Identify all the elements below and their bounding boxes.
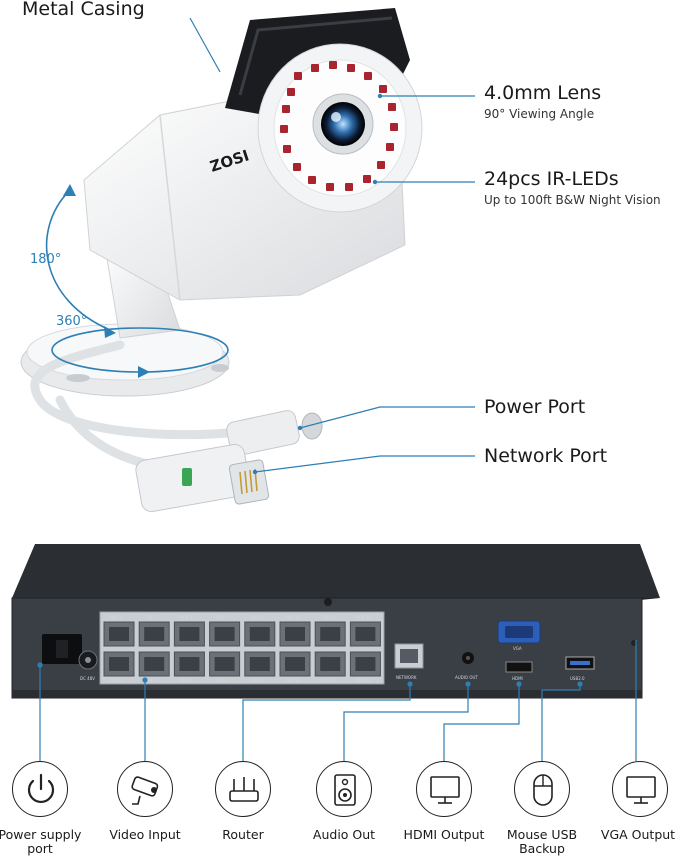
icon-label-router: Router xyxy=(222,827,264,842)
poe-port-socket xyxy=(249,627,270,641)
poe-port-socket xyxy=(214,657,235,671)
poe-port-socket xyxy=(320,627,341,641)
poe-port-socket xyxy=(320,657,341,671)
icon-label-camera: Video Input xyxy=(109,827,181,842)
poe-label-bottom: POE 2 xyxy=(110,678,122,683)
metal-casing-label: Metal Casing xyxy=(22,0,145,20)
camera-icon xyxy=(117,761,173,817)
poe-label-bottom: POE 12 xyxy=(286,678,301,683)
poe-port-socket xyxy=(355,657,376,671)
router-icon xyxy=(215,761,271,817)
nvr-connector-lines xyxy=(37,640,637,761)
icon-label-hdmi: HDMI Output xyxy=(403,827,485,842)
poe-label-top: POE 11 xyxy=(286,615,301,620)
poe-port-socket xyxy=(285,657,305,671)
poe-port-socket xyxy=(144,657,165,671)
ir-leds-subtitle: Up to 100ft B&W Night Vision xyxy=(484,193,661,207)
poe-label-bottom: POE 8 xyxy=(216,678,228,683)
poe-label-top: POE 3 xyxy=(145,615,157,620)
dc-label: DC 48V xyxy=(80,676,95,681)
poe-port-socket xyxy=(179,657,200,671)
poe-label-bottom: POE 10 xyxy=(251,678,266,683)
tilt-angle-label: 180° xyxy=(30,252,62,267)
poe-label-bottom: POE 14 xyxy=(321,678,336,683)
icon-label-vga: VGA Output xyxy=(600,827,676,842)
poe-port-socket xyxy=(179,627,200,641)
poe-label-bottom: POE 4 xyxy=(145,678,157,683)
poe-label-top: POE 7 xyxy=(216,615,228,620)
nvr-illustration: DC 48V POE 1 POE 2 POE 3 POE 4 POE 5 POE 6 POE… xyxy=(11,544,660,699)
audio-label: AUDIO OUT xyxy=(455,675,478,680)
poe-port-socket xyxy=(285,627,305,641)
ir-leds-title: 24pcs IR-LEDs xyxy=(484,168,619,190)
icon-label-speaker: Audio Out xyxy=(312,827,376,842)
vga-label: VGA xyxy=(513,646,522,651)
poe-label-top: POE 13 xyxy=(321,615,336,620)
power-icon xyxy=(12,761,68,817)
poe-port-socket xyxy=(214,627,235,641)
camera-illustration: ZOSI xyxy=(20,8,475,513)
monitor-icon xyxy=(416,761,472,817)
poe-label-bottom: POE 6 xyxy=(180,678,192,683)
poe-port-socket xyxy=(109,657,129,671)
poe-label-top: POE 15 xyxy=(356,615,371,620)
icon-label-mouse: Mouse USB Backup xyxy=(506,827,578,856)
power-port-label: Power Port xyxy=(484,396,586,418)
poe-port-socket xyxy=(249,657,270,671)
monitor-icon xyxy=(612,761,668,817)
poe-label-top: POE 5 xyxy=(180,615,192,620)
poe-label-bottom: POE 16 xyxy=(356,678,371,683)
network-label: NETWORK xyxy=(396,675,417,680)
lens-title: 4.0mm Lens xyxy=(484,82,602,104)
poe-port-socket xyxy=(144,627,165,641)
poe-label-top: POE 9 xyxy=(251,615,263,620)
hdmi-label: HDMI xyxy=(512,676,523,681)
poe-port-socket xyxy=(109,627,129,641)
usb-label: USB2.0 xyxy=(570,676,585,681)
poe-label-top: POE 1 xyxy=(110,615,122,620)
speaker-icon xyxy=(316,761,372,817)
pan-angle-label: 360° xyxy=(56,314,88,329)
icon-label-power: Power supply port xyxy=(0,827,82,856)
network-port-label: Network Port xyxy=(484,445,608,467)
lens-subtitle: 90° Viewing Angle xyxy=(484,107,595,121)
mouse-icon xyxy=(514,761,570,817)
poe-port-socket xyxy=(355,627,376,641)
